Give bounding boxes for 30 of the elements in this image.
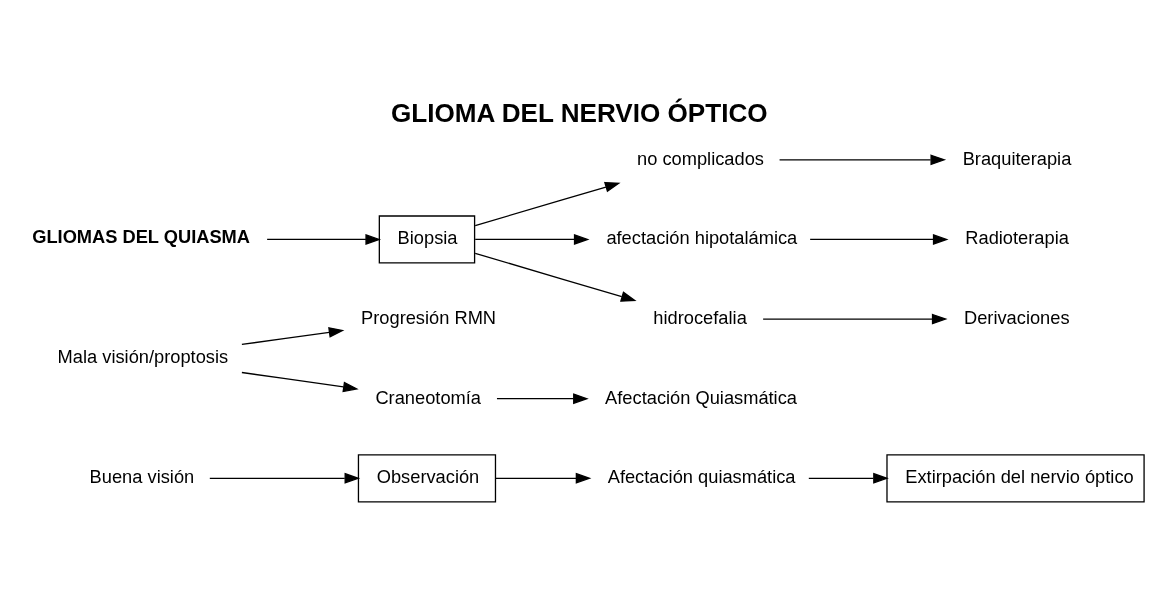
arrow: [266, 233, 382, 245]
arrow: [809, 233, 949, 245]
node-box: Extirpación del nervio óptico: [886, 453, 1145, 502]
node-text: Afectación Quiasmática: [605, 386, 797, 408]
arrow: [474, 233, 590, 245]
arrow: [241, 326, 345, 345]
diagram-title: GLIOMA DEL NERVIO ÓPTICO: [391, 97, 768, 128]
node-text: Derivaciones: [963, 306, 1070, 328]
arrow: [241, 371, 359, 392]
arrow: [778, 153, 947, 165]
node-text: GLIOMAS DEL QUIASMA: [32, 225, 251, 247]
arrow: [474, 252, 637, 302]
node-text: hidrocefalia: [653, 306, 747, 328]
node-text: Braquiterapia: [962, 147, 1072, 169]
node-text: Buena visión: [89, 465, 195, 487]
arrow: [808, 472, 889, 484]
node-box: Biopsia: [378, 214, 476, 264]
arrow: [494, 472, 592, 484]
node-text: Mala visión/proptosis: [57, 345, 229, 367]
node-text: Afectación quiasmática: [607, 465, 796, 487]
arrow: [474, 181, 621, 226]
node-box: Observación: [357, 453, 497, 502]
node-text: Progresión RMN: [361, 306, 497, 328]
node-text: Radioterapia: [965, 226, 1069, 248]
node-text: Craneotomía: [375, 386, 482, 408]
arrow: [209, 472, 361, 484]
arrow: [762, 313, 948, 325]
arrow: [496, 392, 589, 404]
node-text: afectación hipotalámica: [606, 226, 798, 248]
node-text: no complicados: [637, 147, 764, 169]
